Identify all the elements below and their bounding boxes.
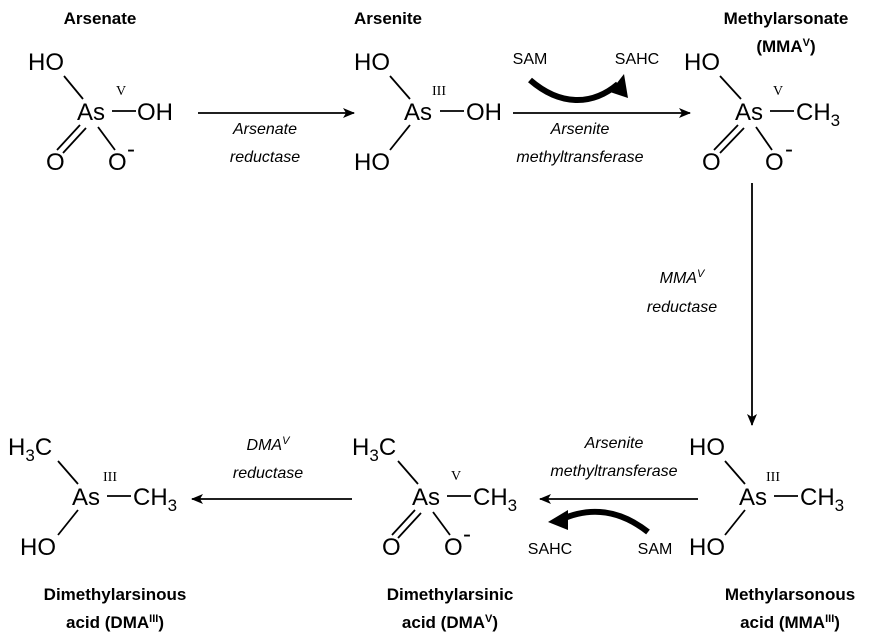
- compound-abbrev: acid (MMAIII): [740, 613, 840, 632]
- bond: [724, 460, 746, 485]
- atom-o: O: [702, 149, 721, 176]
- double-bond: [719, 127, 745, 154]
- bond: [397, 460, 419, 485]
- atom-as: As: [72, 484, 100, 511]
- atom-ch3: CH3: [133, 484, 177, 515]
- atom-ch3: CH3: [800, 484, 844, 515]
- oxidation-state: III: [766, 470, 780, 485]
- compound-name: Methylarsonous: [725, 585, 855, 604]
- compound-name: Dimethylarsinous: [44, 585, 187, 604]
- atom-ho: HO: [20, 534, 56, 561]
- atom-as: As: [77, 99, 105, 126]
- atom-ho: HO: [689, 534, 725, 561]
- atom-o: O: [765, 149, 784, 176]
- compound-name: Methylarsonate: [724, 9, 849, 28]
- cofactor-sam: SAM: [513, 51, 548, 68]
- enzyme-label: methyltransferase: [516, 149, 643, 166]
- atom-o: O: [46, 149, 65, 176]
- atom-ho: HO: [689, 434, 725, 461]
- enzyme-label: reductase: [647, 299, 717, 316]
- charge-minus: -: [127, 136, 135, 163]
- double-bond: [397, 512, 422, 539]
- atom-h3c: H3C: [352, 434, 396, 465]
- enzyme-label: Arsenate: [232, 121, 297, 138]
- compound-arsenite: Arsenite HO As III OH HO: [354, 9, 502, 176]
- double-bond: [56, 124, 81, 151]
- atom-h3c: H3C: [8, 434, 52, 465]
- compound-abbrev: acid (DMAV): [402, 613, 498, 632]
- double-bond: [62, 127, 87, 154]
- bond: [724, 509, 746, 536]
- compound-name: Arsenite: [354, 9, 422, 28]
- atom-as: As: [739, 484, 767, 511]
- oxidation-state: V: [451, 469, 461, 484]
- cofactor-curve: [558, 508, 650, 535]
- atom-o: O: [444, 534, 463, 561]
- cofactor-curve: [528, 77, 620, 103]
- bond: [719, 75, 742, 100]
- compound-methylarsonous-acid: HO As III CH3 HO Methylarsonous acid (MM…: [689, 434, 855, 632]
- charge-minus: -: [463, 521, 471, 548]
- atom-oh: OH: [466, 99, 502, 126]
- bond: [57, 460, 79, 485]
- cofactor-arrowhead: [548, 510, 568, 530]
- atom-as: As: [412, 484, 440, 511]
- compound-dimethylarsinous-acid: H3C As III CH3 HO Dimethylarsinous acid …: [8, 434, 186, 632]
- enzyme-label: Arsenite: [584, 435, 644, 452]
- atom-o: O: [108, 149, 127, 176]
- bond: [63, 75, 84, 100]
- oxidation-state: V: [116, 84, 126, 99]
- enzyme-label: reductase: [230, 149, 300, 166]
- oxidation-state: III: [432, 84, 446, 99]
- atom-ho: HO: [28, 49, 64, 76]
- bond: [389, 124, 411, 151]
- atom-as: As: [735, 99, 763, 126]
- double-bond: [713, 124, 739, 151]
- compound-abbrev: acid (DMAIII): [66, 613, 164, 632]
- compound-dimethylarsinic-acid: H3C As V CH3 O O - Dimethylarsinic acid …: [352, 434, 517, 632]
- enzyme-label: methyltransferase: [550, 463, 677, 480]
- bond: [97, 126, 116, 151]
- cofactor-arrowhead: [610, 74, 628, 98]
- bond: [432, 511, 451, 536]
- cofactor-sam: SAM: [638, 541, 673, 558]
- oxidation-state: III: [103, 470, 117, 485]
- bond: [755, 126, 773, 151]
- double-bond: [391, 509, 416, 536]
- enzyme-label: DMAV: [247, 435, 292, 454]
- compound-name: Dimethylarsinic: [387, 585, 514, 604]
- charge-minus: -: [785, 136, 793, 163]
- atom-oh: OH: [137, 99, 173, 126]
- atom-o: O: [382, 534, 401, 561]
- bond: [57, 509, 79, 536]
- atom-ch3: CH3: [796, 99, 840, 130]
- atom-as: As: [404, 99, 432, 126]
- cofactor-sahc: SAHC: [615, 51, 659, 68]
- atom-ho: HO: [354, 149, 390, 176]
- bond: [389, 75, 411, 100]
- enzyme-label: reductase: [233, 465, 303, 482]
- enzyme-label: MMAV: [660, 268, 706, 287]
- cofactor-sahc: SAHC: [528, 541, 572, 558]
- compound-abbrev: (MMAV): [756, 37, 815, 56]
- enzyme-label: Arsenite: [550, 121, 610, 138]
- atom-ho: HO: [354, 49, 390, 76]
- atom-ho: HO: [684, 49, 720, 76]
- atom-ch3: CH3: [473, 484, 517, 515]
- compound-name: Arsenate: [64, 9, 137, 28]
- oxidation-state: V: [773, 84, 783, 99]
- compound-methylarsonate: Methylarsonate (MMAV) HO As V CH3 O O -: [684, 9, 848, 176]
- compound-arsenate: Arsenate HO As V OH O O -: [28, 9, 173, 176]
